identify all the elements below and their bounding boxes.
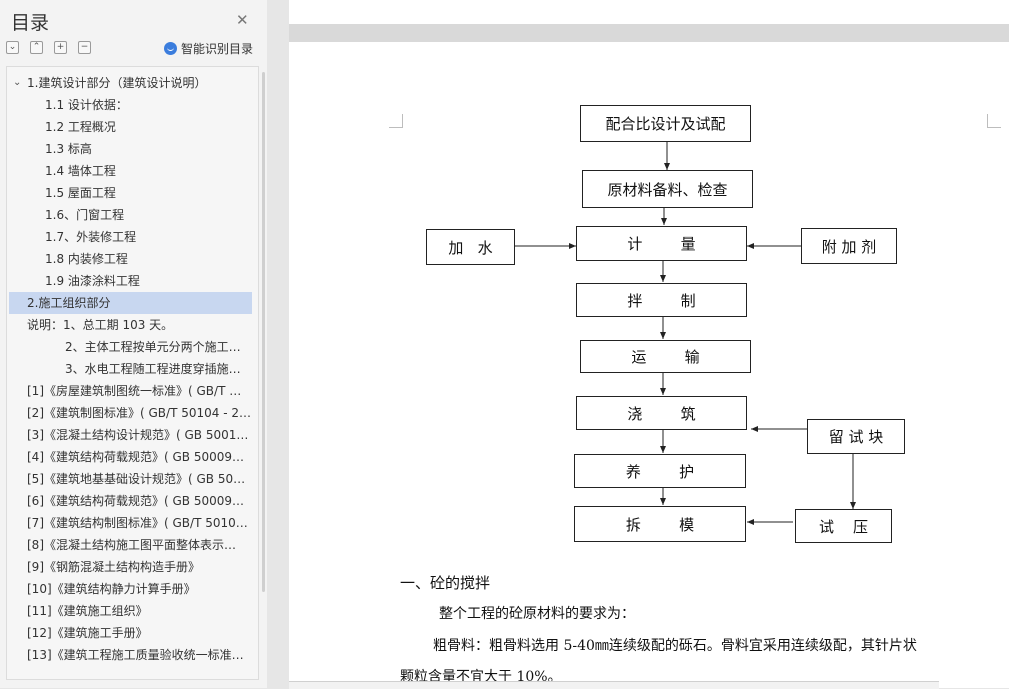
margin-corner-left [389,114,403,128]
section-heading: 一、砼的搅拌 [400,574,491,592]
body-paragraph-2: 粗骨料：粗骨料选用 5-40㎜连续级配的砾石。骨料宜采用连续级配，其针片状 [433,638,917,654]
toc-item-label: [1]《房屋建筑制图统一标准》( GB/T … [27,384,242,398]
chevron-down-icon[interactable]: ⌄ [13,77,22,88]
expand-all-icon[interactable]: ⌄ [6,41,19,54]
toc-item-label: 2.施工组织部分 [27,296,111,310]
smart-toc-button[interactable]: 智能识别目录 [164,40,253,57]
horizontal-scrollbar[interactable] [289,681,939,689]
previous-page-bottom [289,0,1009,24]
toc-item-label: 1.1 设计依据： [45,98,128,112]
smart-toc-label: 智能识别目录 [181,42,254,56]
toc-item[interactable]: [11]《建筑施工组织》 [9,600,252,622]
toc-item-label: [11]《建筑施工组织》 [27,604,148,618]
toc-item-label: [12]《建筑施工手册》 [27,626,148,640]
toc-item[interactable]: 1.5 屋面工程 [9,182,252,204]
toc-item[interactable]: [10]《建筑结构静力计算手册》 [9,578,252,600]
flow-pour-box: 浇 筑 [576,396,747,430]
ai-icon [164,42,177,55]
toc-item[interactable]: [7]《建筑结构制图标准》( GB/T 5010… [9,512,252,534]
toc-item-label: 1.建筑设计部分（建筑设计说明） [27,76,207,90]
toc-item-label: [2]《建筑制图标准》( GB/T 50104 - 2… [27,406,251,420]
close-icon[interactable]: ✕ [236,11,249,29]
toc-item-label: [6]《建筑结构荷载规范》( GB 50009… [27,494,245,508]
toc-item-label: 1.3 标高 [45,142,92,156]
margin-corner-right [987,114,1001,128]
collapse-all-icon[interactable]: ⌃ [30,41,43,54]
toc-item[interactable]: 1.4 墙体工程 [9,160,252,182]
toc-item[interactable]: 1.3 标高 [9,138,252,160]
toc-item[interactable]: 1.9 油漆涂料工程 [9,270,252,292]
document-page: 配合比设计及试配 原材料备料、检查 加 水 计 量 附 加 剂 拌 制 运 输 … [289,42,1009,688]
toc-item-label: [13]《建筑工程施工质量验收统一标准… [27,648,244,662]
toc-item[interactable]: [4]《建筑结构荷载规范》( GB 50009… [9,446,252,468]
toc-item-label: 1.2 工程概况 [45,120,116,134]
toc-item[interactable]: 2.施工组织部分 [9,292,252,314]
flow-cure-box: 养 护 [574,454,746,488]
toc-item[interactable]: 2、主体工程按单元分两个施工… [9,336,252,358]
toc-item[interactable]: [13]《建筑工程施工质量验收统一标准… [9,644,252,666]
sidebar-scrollbar[interactable] [262,72,265,592]
toc-item[interactable]: 说明：1、总工期 103 天。 [9,314,252,336]
toc-item-label: [3]《混凝土结构设计规范》( GB 5001… [27,428,249,442]
flow-water-box: 加 水 [426,229,515,265]
flow-additive-box: 附 加 剂 [801,228,897,264]
toc-item[interactable]: [5]《建筑地基基础设计规范》( GB 50… [9,468,252,490]
toc-item[interactable]: 1.2 工程概况 [9,116,252,138]
toc-item-label: 3、水电工程随工程进度穿插施… [65,362,241,376]
flow-sample-box: 留 试 块 [807,419,905,454]
toc-item-label: [4]《建筑结构荷载规范》( GB 50009… [27,450,245,464]
toc-sidebar: 目录 ✕ ⌄ ⌃ + − 智能识别目录 ⌄ 1.建筑设计部分（建筑设计说明） 1.1… [0,0,267,688]
toc-item[interactable]: ⌄ 1.建筑设计部分（建筑设计说明） [9,72,252,94]
toc-item[interactable]: [6]《建筑结构荷载规范》( GB 50009… [9,490,252,512]
toc-item-label: 2、主体工程按单元分两个施工… [65,340,241,354]
flow-press-box: 试 压 [795,509,892,543]
flow-measure-box: 计 量 [576,226,747,261]
toc-item[interactable]: [2]《建筑制图标准》( GB/T 50104 - 2… [9,402,252,424]
toc-item-label: [10]《建筑结构静力计算手册》 [27,582,196,596]
sidebar-title: 目录 [11,12,50,34]
toc-item[interactable]: 3、水电工程随工程进度穿插施… [9,358,252,380]
toc-item[interactable]: [1]《房屋建筑制图统一标准》( GB/T … [9,380,252,402]
toc-item-label: [5]《建筑地基基础设计规范》( GB 50… [27,472,246,486]
toc-item-label: 1.5 屋面工程 [45,186,116,200]
toc-item-label: 1.9 油漆涂料工程 [45,274,140,288]
toc-item[interactable]: [9]《钢筋混凝土结构构造手册》 [9,556,252,578]
flow-material-box: 原材料备料、检查 [582,170,753,208]
flowchart-arrows [515,142,856,525]
toc-item-label: 1.7、外装修工程 [45,230,137,244]
page-gap [289,24,1009,42]
remove-item-icon[interactable]: − [78,41,91,54]
toc-item[interactable]: 1.7、外装修工程 [9,226,252,248]
toc-item[interactable]: [8]《混凝土结构施工图平面整体表示… [9,534,252,556]
flow-design-box: 配合比设计及试配 [580,105,751,142]
toc-item-label: 1.8 内装修工程 [45,252,128,266]
toc-item-label: [7]《建筑结构制图标准》( GB/T 5010… [27,516,248,530]
toc-item[interactable]: 1.1 设计依据： [9,94,252,116]
toc-item-label: [9]《钢筋混凝土结构构造手册》 [27,560,200,574]
toc-item[interactable]: [12]《建筑施工手册》 [9,622,252,644]
toc-item[interactable]: 1.8 内装修工程 [9,248,252,270]
toc-list: ⌄ 1.建筑设计部分（建筑设计说明） 1.1 设计依据： 1.2 工程概况 1.3 标高… [6,66,259,680]
toc-item-label: 1.4 墙体工程 [45,164,116,178]
toc-item-label: [8]《混凝土结构施工图平面整体表示… [27,538,236,552]
toc-item[interactable]: [3]《混凝土结构设计规范》( GB 5001… [9,424,252,446]
toc-item-label: 说明：1、总工期 103 天。 [27,318,174,332]
body-paragraph-1: 整个工程的砼原材料的要求为： [439,606,635,622]
flow-mix-box: 拌 制 [576,283,747,317]
add-item-icon[interactable]: + [54,41,67,54]
toc-item[interactable]: 1.6、门窗工程 [9,204,252,226]
flow-demold-box: 拆 模 [574,506,746,542]
flow-transport-box: 运 输 [580,340,751,373]
toc-item-label: 1.6、门窗工程 [45,208,125,222]
